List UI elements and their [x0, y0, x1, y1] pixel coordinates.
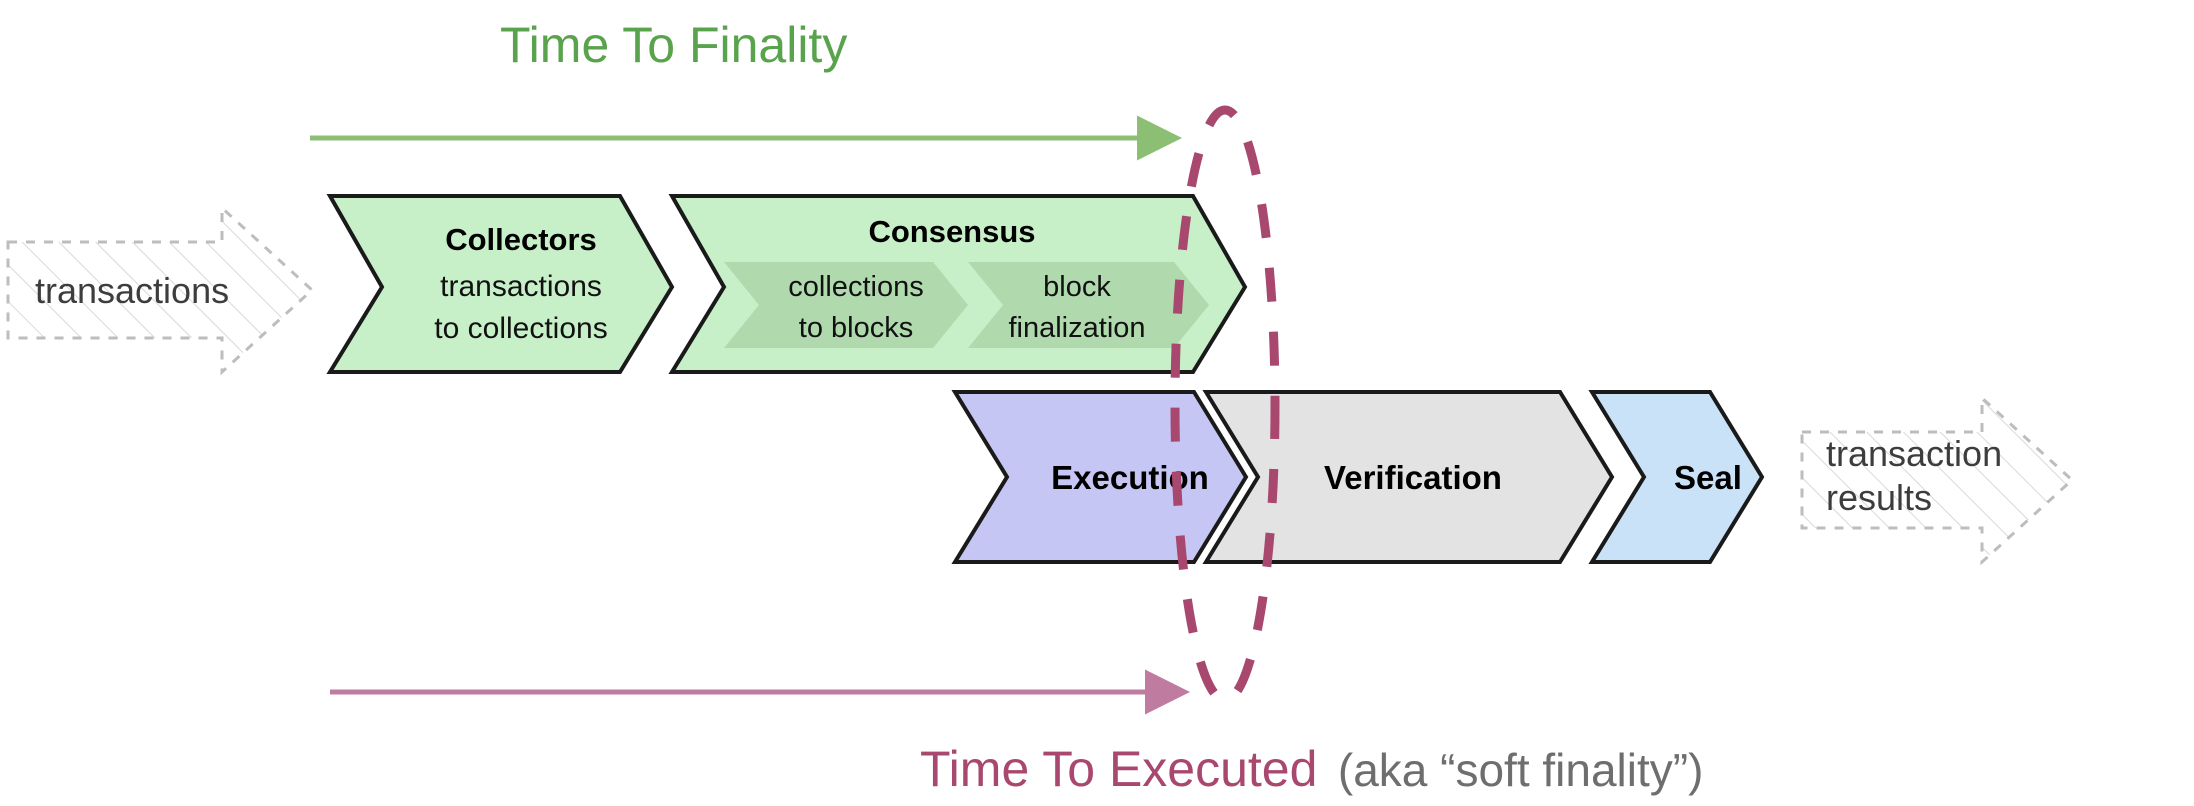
time-to-finality-title: Time To Finality — [500, 17, 847, 73]
footer-caption: Time To Executed (aka “soft finality”) — [920, 741, 1703, 797]
collectors-stage[interactable]: Collectors transactions to collections — [326, 194, 675, 374]
substep-1-line2: to blocks — [799, 312, 913, 344]
substep-2-line1: block — [1043, 271, 1111, 303]
seal-chevron — [1588, 390, 1765, 564]
transactions-input-arrow: transactions — [6, 204, 315, 376]
verification-label: Verification — [1324, 459, 1502, 496]
collectors-subtitle-line2: to collections — [434, 312, 607, 345]
verification-chevron — [1202, 390, 1615, 564]
output-arrow-label-line1: transaction — [1826, 433, 2002, 474]
input-arrow-shape — [6, 204, 315, 376]
execution-label: Execution — [1051, 459, 1209, 496]
substep-2-line2: finalization — [1008, 312, 1145, 344]
substep-1-line1: collections — [788, 271, 923, 303]
substep-2-shape — [968, 262, 1209, 348]
verification-stage[interactable]: Verification — [1202, 390, 1615, 564]
consensus-substep-block-finalization[interactable]: block finalization — [968, 262, 1209, 348]
finality-boundary-ellipse — [1170, 105, 1280, 705]
transaction-results-output-arrow: transaction results — [1800, 394, 2075, 566]
input-arrow-label: transactions — [35, 270, 229, 311]
time-to-executed-title: Time To Executed — [920, 741, 1317, 797]
output-arrow-shape — [1800, 394, 2075, 566]
collectors-chevron — [326, 194, 675, 374]
collectors-title: Collectors — [445, 222, 597, 257]
consensus-title: Consensus — [868, 214, 1035, 249]
execution-stage[interactable]: Execution — [951, 390, 1249, 564]
consensus-substep-collections-to-blocks[interactable]: collections to blocks — [724, 262, 968, 348]
seal-label: Seal — [1674, 459, 1742, 496]
consensus-stage[interactable]: Consensus collections to blocks block fi… — [668, 194, 1248, 374]
substep-1-shape — [724, 262, 968, 348]
seal-stage[interactable]: Seal — [1588, 390, 1765, 564]
output-arrow-label-line2: results — [1826, 477, 1932, 518]
collectors-subtitle-line1: transactions — [440, 270, 602, 303]
time-to-executed-subtitle: (aka “soft finality”) — [1338, 744, 1704, 796]
